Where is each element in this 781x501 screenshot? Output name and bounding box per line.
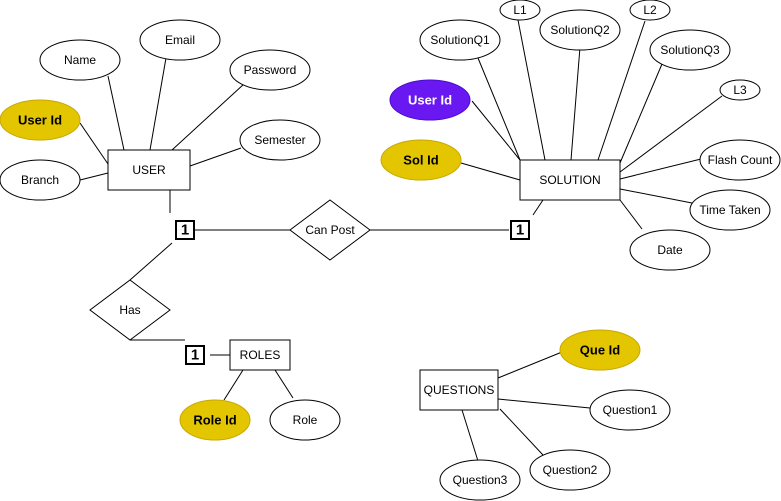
entity-roles-label: ROLES: [240, 348, 281, 362]
attr-user-password-label: Password: [244, 63, 297, 77]
attr-user-userid[interactable]: User Id: [0, 99, 81, 141]
line-sol-q3: [619, 63, 663, 164]
line-sol-l3: [619, 95, 723, 173]
attr-solution-q2-label: SolutionQ2: [550, 23, 610, 37]
attr-solution-time-taken[interactable]: Time Taken: [689, 189, 771, 231]
line-q-question1: [497, 398, 591, 409]
line-sol-date: [619, 199, 643, 230]
attr-questions-question1[interactable]: Question1: [589, 389, 671, 431]
line-user-password: [171, 83, 245, 151]
card-solution-canpost-label: 1: [516, 222, 524, 239]
attr-user-name[interactable]: Name: [39, 39, 121, 81]
line-sol-solid: [460, 162, 521, 181]
line-user-semester: [189, 147, 242, 167]
attr-solution-l1-label: L1: [513, 3, 527, 17]
attr-solution-userid[interactable]: User Id: [389, 79, 471, 121]
relationship-can-post-label: Can Post: [305, 223, 355, 237]
attr-user-name-label: Name: [64, 53, 96, 67]
attr-solution-userid-label: User Id: [408, 93, 452, 108]
line-sol-l1: [517, 19, 546, 161]
attr-questions-question1-label: Question1: [603, 403, 658, 417]
line-sol-q1: [477, 57, 521, 161]
card-roles-has-label: 1: [191, 347, 199, 364]
attr-questions-question3-label: Question3: [453, 473, 508, 487]
attr-user-semester-label: Semester: [254, 133, 305, 147]
line-user-email: [149, 57, 167, 151]
line-q-queid: [497, 351, 563, 379]
line-sol-time: [619, 188, 693, 204]
relationship-has[interactable]: Has: [89, 279, 171, 341]
attr-questions-queid-label: Que Id: [580, 343, 621, 358]
line-user-has: [129, 242, 173, 281]
attr-questions-question2[interactable]: Question2: [529, 449, 611, 491]
attr-roles-role-label: Role: [293, 413, 318, 427]
attr-user-password[interactable]: Password: [229, 49, 311, 91]
line-user-userid: [79, 122, 109, 165]
entity-roles[interactable]: ROLES: [229, 339, 291, 371]
line-solution-down: [532, 199, 544, 216]
line-user-branch: [79, 172, 109, 181]
card-roles-has: 1: [185, 345, 205, 365]
attr-user-branch[interactable]: Branch: [0, 159, 81, 201]
attr-solution-l3-label: L3: [733, 83, 747, 97]
attr-solution-q1[interactable]: SolutionQ1: [419, 19, 501, 61]
line-q-question2: [499, 408, 544, 456]
entity-questions[interactable]: QUESTIONS: [419, 369, 499, 411]
line-sol-q2: [570, 46, 581, 161]
line-sol-flash: [619, 158, 702, 180]
entity-solution-label: SOLUTION: [539, 173, 600, 187]
line-roles-roleid: [223, 369, 244, 401]
entity-user-label: USER: [132, 163, 166, 177]
attr-solution-flash-count-label: Flash Count: [708, 153, 773, 167]
attr-solution-q3[interactable]: SolutionQ3: [649, 29, 731, 71]
card-user-canpost-label: 1: [181, 222, 189, 239]
attr-solution-solid-label: Sol Id: [403, 153, 438, 168]
attr-solution-solid[interactable]: Sol Id: [380, 139, 462, 181]
attr-solution-l2[interactable]: L2: [629, 0, 671, 21]
entity-questions-label: QUESTIONS: [424, 383, 495, 397]
attr-solution-date[interactable]: Date: [629, 229, 711, 271]
entity-user[interactable]: USER: [107, 149, 191, 191]
attr-solution-l2-label: L2: [643, 3, 657, 17]
relationship-has-label: Has: [119, 303, 140, 317]
attr-user-userid-label: User Id: [18, 113, 62, 128]
attr-roles-role[interactable]: Role: [269, 399, 341, 441]
attr-questions-question2-label: Question2: [543, 463, 598, 477]
line-sol-l2: [597, 20, 646, 161]
attr-user-semester[interactable]: Semester: [239, 119, 321, 161]
attr-solution-q3-label: SolutionQ3: [660, 43, 720, 57]
connectors: [79, 19, 723, 462]
attr-questions-queid[interactable]: Que Id: [559, 329, 641, 371]
card-solution-canpost: 1: [510, 220, 530, 240]
attr-user-email-label: Email: [165, 33, 195, 47]
attr-solution-flash-count[interactable]: Flash Count: [699, 139, 781, 181]
attr-questions-question3[interactable]: Question3: [439, 459, 521, 501]
attr-user-email[interactable]: Email: [139, 19, 221, 61]
attr-user-branch-label: Branch: [21, 173, 59, 187]
relationship-can-post[interactable]: Can Post: [289, 199, 371, 261]
attr-roles-roleid[interactable]: Role Id: [179, 399, 251, 441]
line-roles-role: [274, 369, 294, 399]
entity-solution[interactable]: SOLUTION: [519, 159, 621, 201]
attr-solution-q2[interactable]: SolutionQ2: [539, 9, 621, 51]
attr-solution-q1-label: SolutionQ1: [430, 33, 490, 47]
attr-solution-time-taken-label: Time Taken: [699, 203, 760, 217]
attr-solution-date-label: Date: [657, 243, 683, 257]
attr-solution-l1[interactable]: L1: [499, 0, 541, 21]
attr-roles-roleid-label: Role Id: [193, 413, 236, 428]
line-q-question3: [461, 409, 479, 462]
attr-solution-l3[interactable]: L3: [719, 79, 761, 101]
card-user-canpost: 1: [175, 220, 195, 240]
line-user-name: [107, 75, 125, 151]
line-sol-userid: [471, 100, 521, 161]
